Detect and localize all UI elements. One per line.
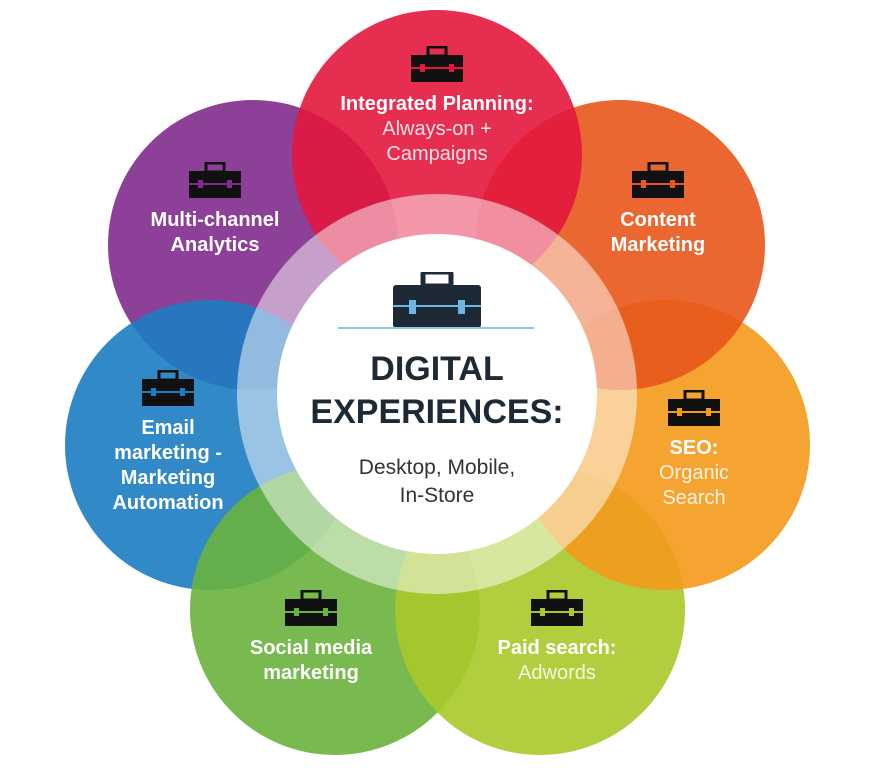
petal-title: Content — [620, 209, 696, 231]
briefcase-icon — [142, 370, 194, 406]
petal-title: marketing — [263, 662, 359, 684]
label-seo: SEO: Organic Search — [584, 390, 804, 511]
petal-title: Multi-channel — [150, 209, 280, 231]
center-divider — [338, 327, 534, 329]
center-subtitle-line2: In-Store — [399, 484, 475, 507]
petal-title: SEO: — [669, 437, 719, 459]
petal-title: Social media — [249, 637, 373, 659]
briefcase-icon — [189, 162, 241, 198]
petal-subtitle: Organic — [658, 462, 730, 484]
petal-title: Analytics — [170, 234, 260, 256]
petal-title: Paid search: — [497, 637, 617, 659]
petal-subtitle: Campaigns — [386, 143, 488, 165]
briefcase-icon — [668, 390, 720, 426]
petal-title: Marketing — [610, 234, 706, 256]
briefcase-icon — [393, 272, 481, 328]
briefcase-icon — [285, 590, 337, 626]
briefcase-icon — [531, 590, 583, 626]
petal-title: Automation — [112, 492, 224, 514]
center-subtitle-line1: Desktop, Mobile, — [358, 456, 516, 479]
label-integrated-planning: Integrated Planning: Always-on + Campaig… — [327, 46, 547, 167]
center-title-line2: EXPERIENCES: — [310, 393, 564, 431]
petal-subtitle: Always-on + — [382, 118, 492, 140]
petal-subtitle: Adwords — [518, 662, 596, 684]
label-email-marketing: Email marketing - Marketing Automation — [58, 370, 278, 516]
briefcase-icon — [411, 46, 463, 82]
petal-title: Integrated Planning: — [340, 93, 534, 115]
label-content-marketing: Content Marketing — [548, 162, 768, 258]
petal-title: Marketing — [120, 467, 216, 489]
label-social-media: Social media marketing — [201, 590, 421, 686]
label-paid-search: Paid search: Adwords — [447, 590, 667, 686]
label-analytics: Multi-channel Analytics — [105, 162, 325, 258]
petal-title: Email — [141, 417, 195, 439]
petal-title: marketing - — [114, 442, 222, 464]
petal-subtitle: Search — [662, 487, 726, 509]
center-title-line1: DIGITAL — [370, 350, 504, 388]
briefcase-icon — [632, 162, 684, 198]
